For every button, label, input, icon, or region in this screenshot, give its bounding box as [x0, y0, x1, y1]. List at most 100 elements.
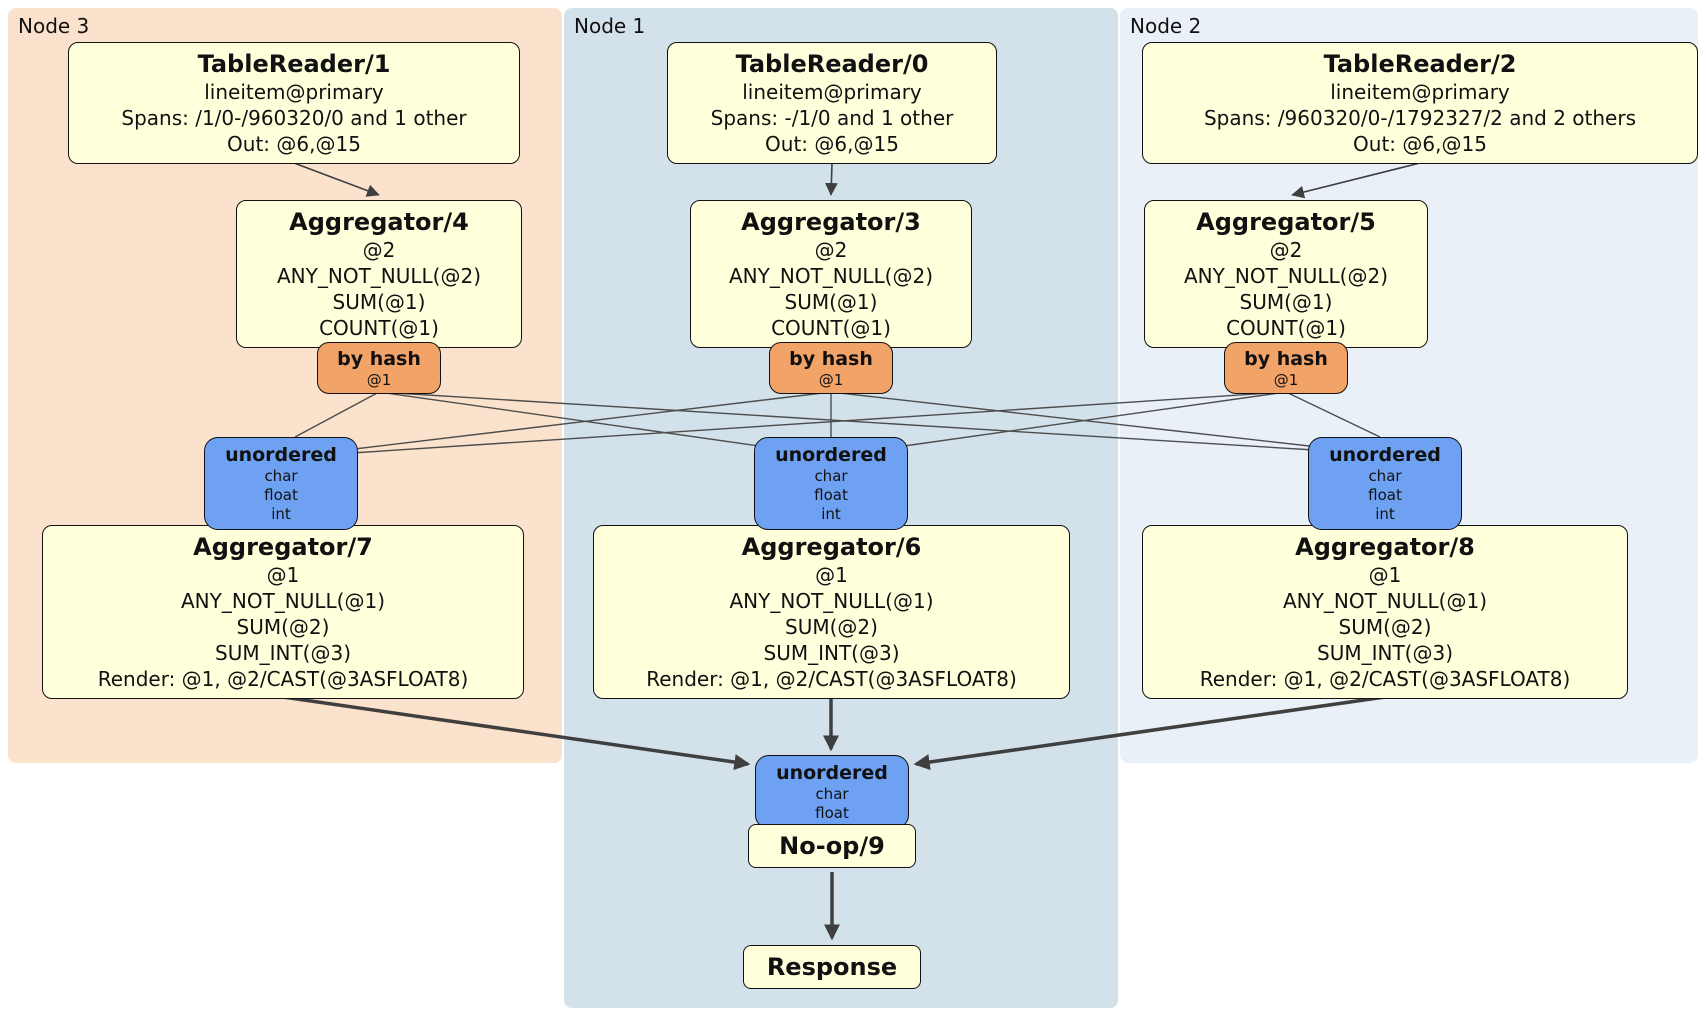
aggregator-4-box: Aggregator/4 @2 ANY_NOT_NULL(@2) SUM(@1)… — [236, 200, 522, 348]
box-line: ANY_NOT_NULL(@1) — [181, 589, 385, 613]
noop-9-box: No-op/9 — [748, 824, 916, 868]
sync-unordered-node1: unordered char float int — [754, 437, 908, 530]
box-line: Out: @6,@15 — [765, 132, 899, 156]
box-line: COUNT(@1) — [319, 316, 439, 340]
edge-tr2-agg5 — [1291, 162, 1421, 199]
box-line: ANY_NOT_NULL(@2) — [729, 264, 933, 288]
box-line: Spans: /1/0-/960320/0 and 1 other — [121, 106, 467, 130]
box-title: Aggregator/7 — [193, 533, 373, 561]
sync-unordered-node2: unordered char float int — [1308, 437, 1462, 530]
box-line: lineitem@primary — [742, 80, 922, 104]
box-line: ANY_NOT_NULL(@2) — [277, 264, 481, 288]
panel-label-node3: Node 3 — [18, 14, 90, 38]
box-title: No-op/9 — [779, 832, 885, 860]
sync-title: unordered — [776, 762, 888, 784]
box-title: Aggregator/4 — [289, 208, 469, 236]
edge-agg8-unbottom — [913, 695, 1386, 771]
box-line: @2 — [814, 238, 848, 262]
box-line: Render: @1, @2/CAST(@3ASFLOAT8) — [1199, 667, 1571, 691]
box-title: Aggregator/8 — [1295, 533, 1475, 561]
router-key: @1 — [1273, 371, 1299, 389]
tablereader-0-box: TableReader/0 lineitem@primary Spans: -/… — [667, 42, 997, 164]
sync-col: char — [815, 785, 849, 803]
router-by-hash-node1: by hash @1 — [769, 342, 893, 394]
tablereader-2-box: TableReader/2 lineitem@primary Spans: /9… — [1142, 42, 1698, 164]
box-line: @1 — [1368, 563, 1402, 587]
box-line: @2 — [1269, 238, 1303, 262]
box-line: SUM(@1) — [784, 290, 878, 314]
sync-col: float — [1368, 486, 1402, 504]
box-line: ANY_NOT_NULL(@1) — [729, 589, 934, 613]
edge-hash2-un3 — [351, 391, 1287, 454]
box-line: Out: @6,@15 — [1353, 132, 1487, 156]
sync-title: unordered — [1329, 444, 1441, 466]
box-line: COUNT(@1) — [1226, 316, 1346, 340]
box-line: Spans: /960320/0-/1792327/2 and 2 others — [1203, 106, 1636, 130]
aggregator-8-box: Aggregator/8 @1 ANY_NOT_NULL(@1) SUM(@2)… — [1142, 525, 1628, 699]
box-line: Render: @1, @2/CAST(@3ASFLOAT8) — [646, 667, 1017, 691]
box-line: @1 — [815, 563, 848, 587]
edge-hash3-un1 — [378, 391, 767, 448]
sync-col: int — [1375, 505, 1395, 523]
box-title: Aggregator/6 — [741, 533, 922, 561]
box-title: TableReader/2 — [1323, 50, 1517, 78]
box-title: Aggregator/5 — [1196, 208, 1376, 236]
sync-unordered-node3: unordered char float int — [204, 437, 358, 530]
edge-hash2-un1 — [896, 391, 1287, 448]
edge-hash3-un3 — [294, 391, 380, 438]
sync-col: int — [271, 505, 291, 523]
box-title: Response — [766, 953, 898, 981]
box-line: COUNT(@1) — [771, 316, 891, 340]
sync-col: char — [264, 467, 298, 485]
aggregator-6-box: Aggregator/6 @1 ANY_NOT_NULL(@1) SUM(@2)… — [593, 525, 1070, 699]
box-line: @2 — [362, 238, 396, 262]
edge-hash1-un2 — [830, 391, 1319, 448]
edge-agg7-unbottom — [282, 695, 751, 771]
router-key: @1 — [366, 371, 392, 389]
router-title: by hash — [789, 348, 873, 370]
sync-col: int — [821, 505, 841, 523]
router-by-hash-node2: by hash @1 — [1224, 342, 1348, 394]
aggregator-5-box: Aggregator/5 @2 ANY_NOT_NULL(@2) SUM(@1)… — [1144, 200, 1428, 348]
box-line: Spans: -/1/0 and 1 other — [710, 106, 954, 130]
box-line: Render: @1, @2/CAST(@3ASFLOAT8) — [97, 667, 469, 691]
box-title: TableReader/1 — [197, 50, 391, 78]
box-line: lineitem@primary — [204, 80, 384, 104]
box-line: SUM(@2) — [1338, 615, 1432, 639]
box-title: TableReader/0 — [735, 50, 929, 78]
edge-tr0-agg3 — [824, 162, 838, 196]
box-line: lineitem@primary — [1330, 80, 1510, 104]
edge-hash1-un3 — [345, 391, 832, 451]
box-line: SUM(@1) — [1239, 290, 1333, 314]
sync-col: float — [264, 486, 298, 504]
panel-label-node2: Node 2 — [1130, 14, 1202, 38]
box-line: SUM(@2) — [785, 615, 878, 639]
edge-tr1-agg4 — [293, 162, 380, 197]
aggregator-3-box: Aggregator/3 @2 ANY_NOT_NULL(@2) SUM(@1)… — [690, 200, 972, 348]
box-line: SUM_INT(@3) — [763, 641, 900, 665]
edge-hash2-un2 — [1285, 391, 1381, 438]
box-line: SUM(@1) — [332, 290, 426, 314]
router-by-hash-node3: by hash @1 — [317, 342, 441, 394]
sync-col: char — [1368, 467, 1402, 485]
box-title: Aggregator/3 — [741, 208, 921, 236]
router-title: by hash — [1244, 348, 1328, 370]
aggregator-7-box: Aggregator/7 @1 ANY_NOT_NULL(@1) SUM(@2)… — [42, 525, 524, 699]
box-line: ANY_NOT_NULL(@1) — [1283, 589, 1487, 613]
router-key: @1 — [818, 371, 844, 389]
response-box: Response — [743, 945, 921, 989]
box-line: SUM_INT(@3) — [215, 641, 351, 665]
tablereader-1-box: TableReader/1 lineitem@primary Spans: /1… — [68, 42, 520, 164]
sync-title: unordered — [775, 444, 887, 466]
sync-col: float — [815, 804, 849, 822]
sync-unordered-final: unordered char float — [755, 755, 909, 829]
box-line: ANY_NOT_NULL(@2) — [1184, 264, 1388, 288]
box-line: SUM(@2) — [236, 615, 330, 639]
box-line: Out: @6,@15 — [227, 132, 361, 156]
sync-col: float — [814, 486, 848, 504]
panel-label-node1: Node 1 — [574, 14, 646, 38]
box-line: SUM_INT(@3) — [1317, 641, 1453, 665]
router-title: by hash — [337, 348, 421, 370]
